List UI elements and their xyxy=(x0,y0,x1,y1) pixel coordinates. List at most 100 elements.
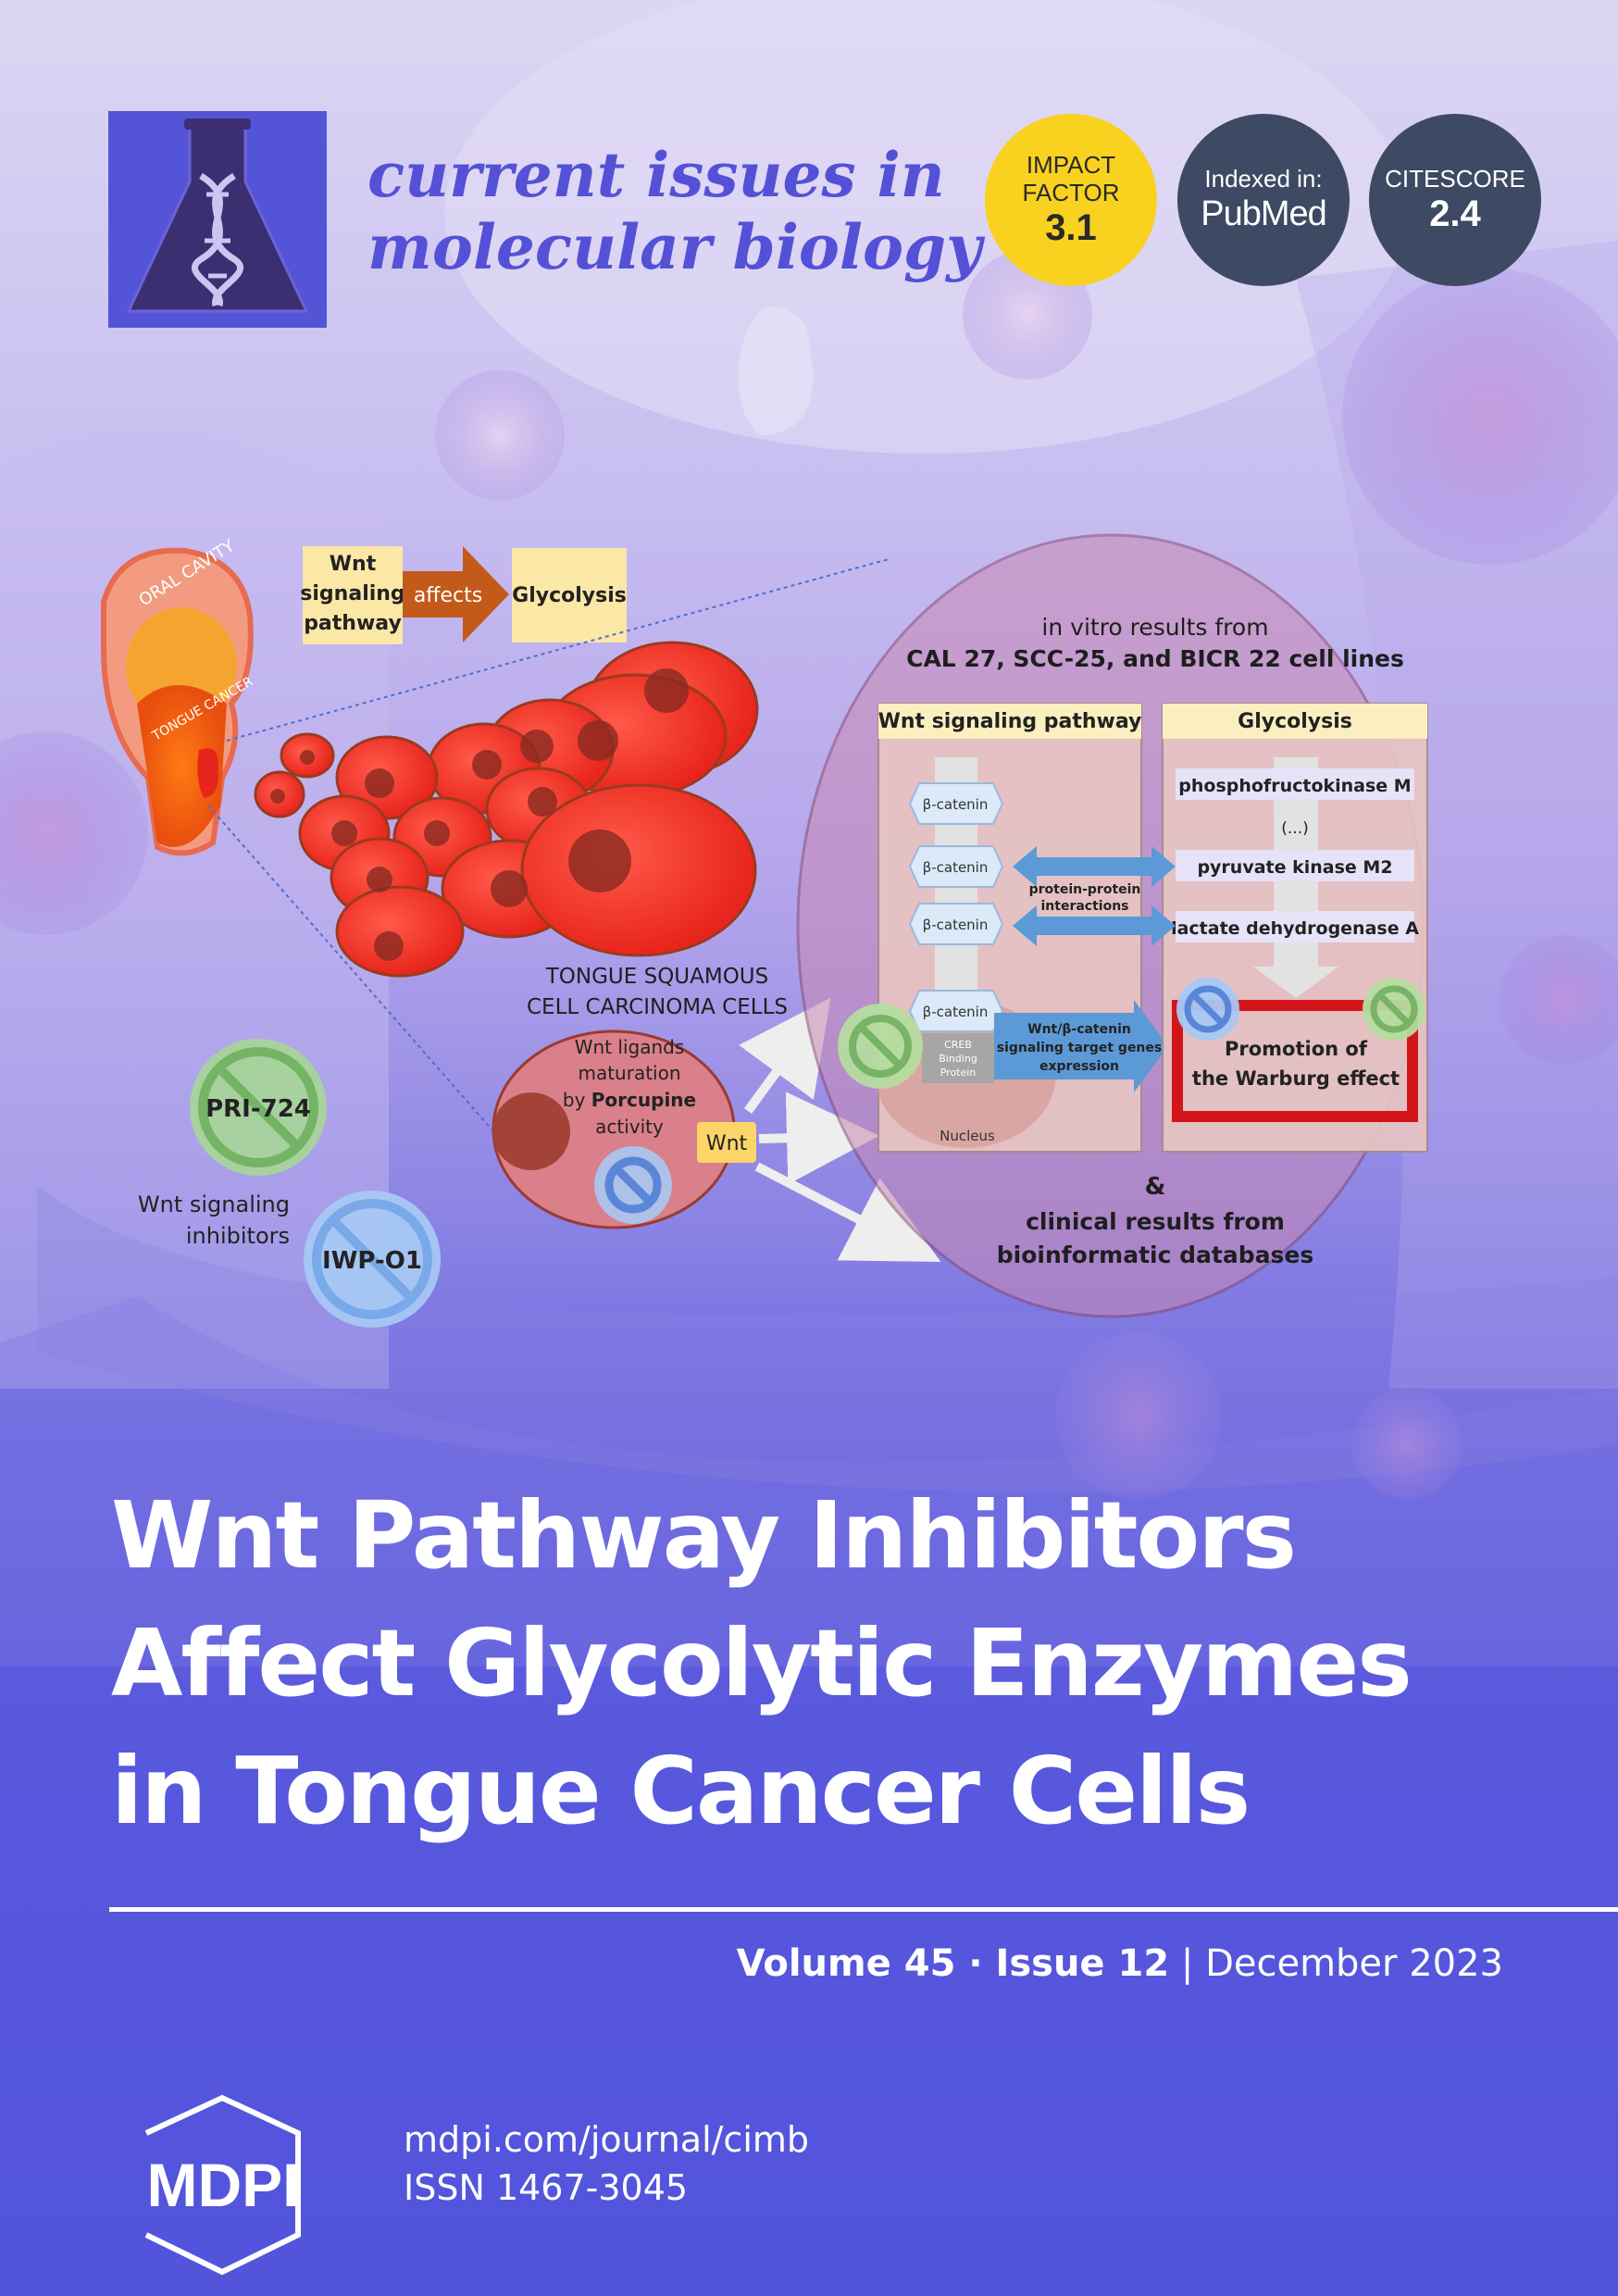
invitro-line1: in vitro results from xyxy=(1041,614,1268,641)
inhibitor2-label: IWP-O1 xyxy=(322,1247,422,1275)
issue-separator: · xyxy=(955,1942,996,1985)
virus-icon xyxy=(0,250,1618,1500)
target-line1: Wnt/β-catenin xyxy=(1027,1022,1131,1037)
beta-catenin-1: β-catenin xyxy=(908,782,1004,825)
wnt-box-line1: Wnt xyxy=(330,553,377,576)
affects-arrow-icon xyxy=(403,546,509,643)
beta-catenin-3: β-catenin xyxy=(908,903,1004,945)
issue-bar: | xyxy=(1169,1942,1206,1985)
cell-nuclei xyxy=(270,668,689,961)
inhibitors-label-1: Wnt signaling xyxy=(138,1192,290,1217)
pri-724-inhibitor: PRI-724 xyxy=(190,1039,327,1176)
issue-info: Volume 45 · Issue 12 | December 2023 xyxy=(737,1942,1503,1985)
divider-rule xyxy=(109,1907,1618,1912)
warburg-line2: the Warburg effect xyxy=(1192,1067,1400,1090)
ppi-line2: interactions xyxy=(1040,899,1128,914)
journal-title: current issues in molecular biology xyxy=(367,139,982,283)
prohibition-icon xyxy=(594,1146,672,1224)
mdpi-wordmark: MDPI xyxy=(146,2151,300,2219)
arrow-icon xyxy=(754,1162,941,1263)
journal-url[interactable]: mdpi.com/journal/cimb xyxy=(404,2119,810,2160)
citescore-label: CITESCORE xyxy=(1385,165,1525,193)
cell-nucleus xyxy=(492,1092,570,1170)
enzyme2-label: pyruvate kinase M2 xyxy=(1197,857,1392,878)
nucleus-label: Nucleus xyxy=(940,1128,995,1144)
inhibitors-label-2: inhibitors xyxy=(186,1223,290,1249)
beta-catenin-label: β-catenin xyxy=(923,796,989,813)
target-genes-arrow-icon xyxy=(994,1000,1168,1092)
warburg-line1: Promotion of xyxy=(1225,1038,1368,1060)
article-title: Wnt Pathway Inhibitors Affect Glycolytic… xyxy=(111,1472,1413,1855)
volume-label: Volume 45 xyxy=(736,1942,956,1985)
article-title-line2: Affect Glycolytic Enzymes xyxy=(111,1609,1413,1717)
wnt-pathway-box xyxy=(303,546,403,644)
tscc-label-1: TONGUE SQUAMOUS xyxy=(545,965,769,989)
enzyme3-box xyxy=(1176,911,1414,942)
prohibition-icon xyxy=(1363,978,1425,1041)
article-title-line3: in Tongue Cancer Cells xyxy=(111,1737,1251,1845)
beta-catenin-label: β-catenin xyxy=(923,1004,989,1020)
wnt-tag-label: Wnt xyxy=(706,1132,748,1155)
glycolysis-box-label: Glycolysis xyxy=(512,584,627,607)
beta-catenin-label: β-catenin xyxy=(923,859,989,876)
enzyme1-box xyxy=(1176,768,1414,800)
beta-catenin-2: β-catenin xyxy=(908,845,1004,888)
prohibition-icon xyxy=(838,1004,923,1089)
target-line3: expression xyxy=(1039,1059,1119,1074)
impact-factor-badge: IMPACT FACTOR 3.1 xyxy=(985,114,1157,286)
indexed-value: PubMed xyxy=(1201,194,1327,233)
wnt-box-line3: pathway xyxy=(304,612,402,635)
ligands-line2: maturation xyxy=(578,1062,680,1084)
clinical-line2: bioinformatic databases xyxy=(997,1242,1313,1268)
mdpi-hexagon-logo: MDPI xyxy=(109,2094,337,2276)
ligands-line1: Wnt ligands xyxy=(575,1036,685,1058)
flask-dna-icon xyxy=(126,119,309,313)
creb-line1: CREB xyxy=(944,1039,972,1051)
zoom-line-top xyxy=(226,558,890,742)
glycolysis-panel-header xyxy=(1163,704,1427,739)
impact-label-2: FACTOR xyxy=(1022,179,1120,206)
creb-line3: Protein xyxy=(940,1067,977,1079)
impact-label-1: IMPACT xyxy=(1026,151,1116,179)
beta-catenin-4: β-catenin xyxy=(908,990,1004,1032)
journal-footer: mdpi.com/journal/cimb ISSN 1467-3045 xyxy=(404,2115,809,2212)
ppi-arrow-icon xyxy=(1013,846,1176,887)
warburg-box xyxy=(1172,1000,1418,1122)
issue-label: Issue 12 xyxy=(995,1942,1170,1985)
issue-date: December 2023 xyxy=(1205,1942,1503,1985)
indexed-label: Indexed in: xyxy=(1204,165,1323,193)
article-title-line1: Wnt Pathway Inhibitors xyxy=(111,1481,1297,1590)
enzyme2-box xyxy=(1176,850,1414,881)
journal-logo xyxy=(108,111,327,328)
glycolysis-box xyxy=(512,548,627,643)
creb-line2: Binding xyxy=(939,1053,977,1065)
arrow-icon xyxy=(1253,967,1338,998)
impact-value: 3.1 xyxy=(1045,207,1097,248)
clinical-line1: clinical results from xyxy=(1026,1208,1285,1235)
enzyme-ellipsis: (...) xyxy=(1281,819,1308,838)
oral-cavity-illustration: ORAL CAVITY TONGUE CANCER xyxy=(101,536,255,856)
citescore-badge: CITESCORE 2.4 xyxy=(1369,114,1541,286)
ligands-line3: by Porcupine xyxy=(563,1089,696,1111)
affects-label: affects xyxy=(414,584,482,607)
prohibition-icon xyxy=(1176,978,1239,1041)
ampersand: & xyxy=(1145,1173,1166,1201)
glycolysis-panel-title: Glycolysis xyxy=(1238,710,1352,733)
pubmed-badge: Indexed in: PubMed xyxy=(1177,114,1350,286)
wnt-panel-title: Wnt signaling pathway xyxy=(878,710,1142,733)
journal-title-line1: current issues in xyxy=(367,139,945,211)
wnt-box-line2: signaling xyxy=(300,582,404,605)
enzyme3-label: lactate dehydrogenase A xyxy=(1171,918,1419,939)
mdpi-hexagon-icon xyxy=(144,2094,301,2276)
iwp-o1-inhibitor: IWP-O1 xyxy=(304,1191,441,1328)
wnt-panel-header xyxy=(878,704,1141,739)
beta-catenin-label: β-catenin xyxy=(923,917,989,933)
tscc-label-2: CELL CARCINOMA CELLS xyxy=(527,995,788,1019)
arrow-icon xyxy=(758,1092,879,1185)
wnt-tag xyxy=(697,1122,756,1163)
arrow-icon xyxy=(739,997,831,1114)
invitro-line2: CAL 27, SCC-25, and BICR 22 cell lines xyxy=(906,645,1404,672)
citescore-value: 2.4 xyxy=(1429,193,1481,234)
